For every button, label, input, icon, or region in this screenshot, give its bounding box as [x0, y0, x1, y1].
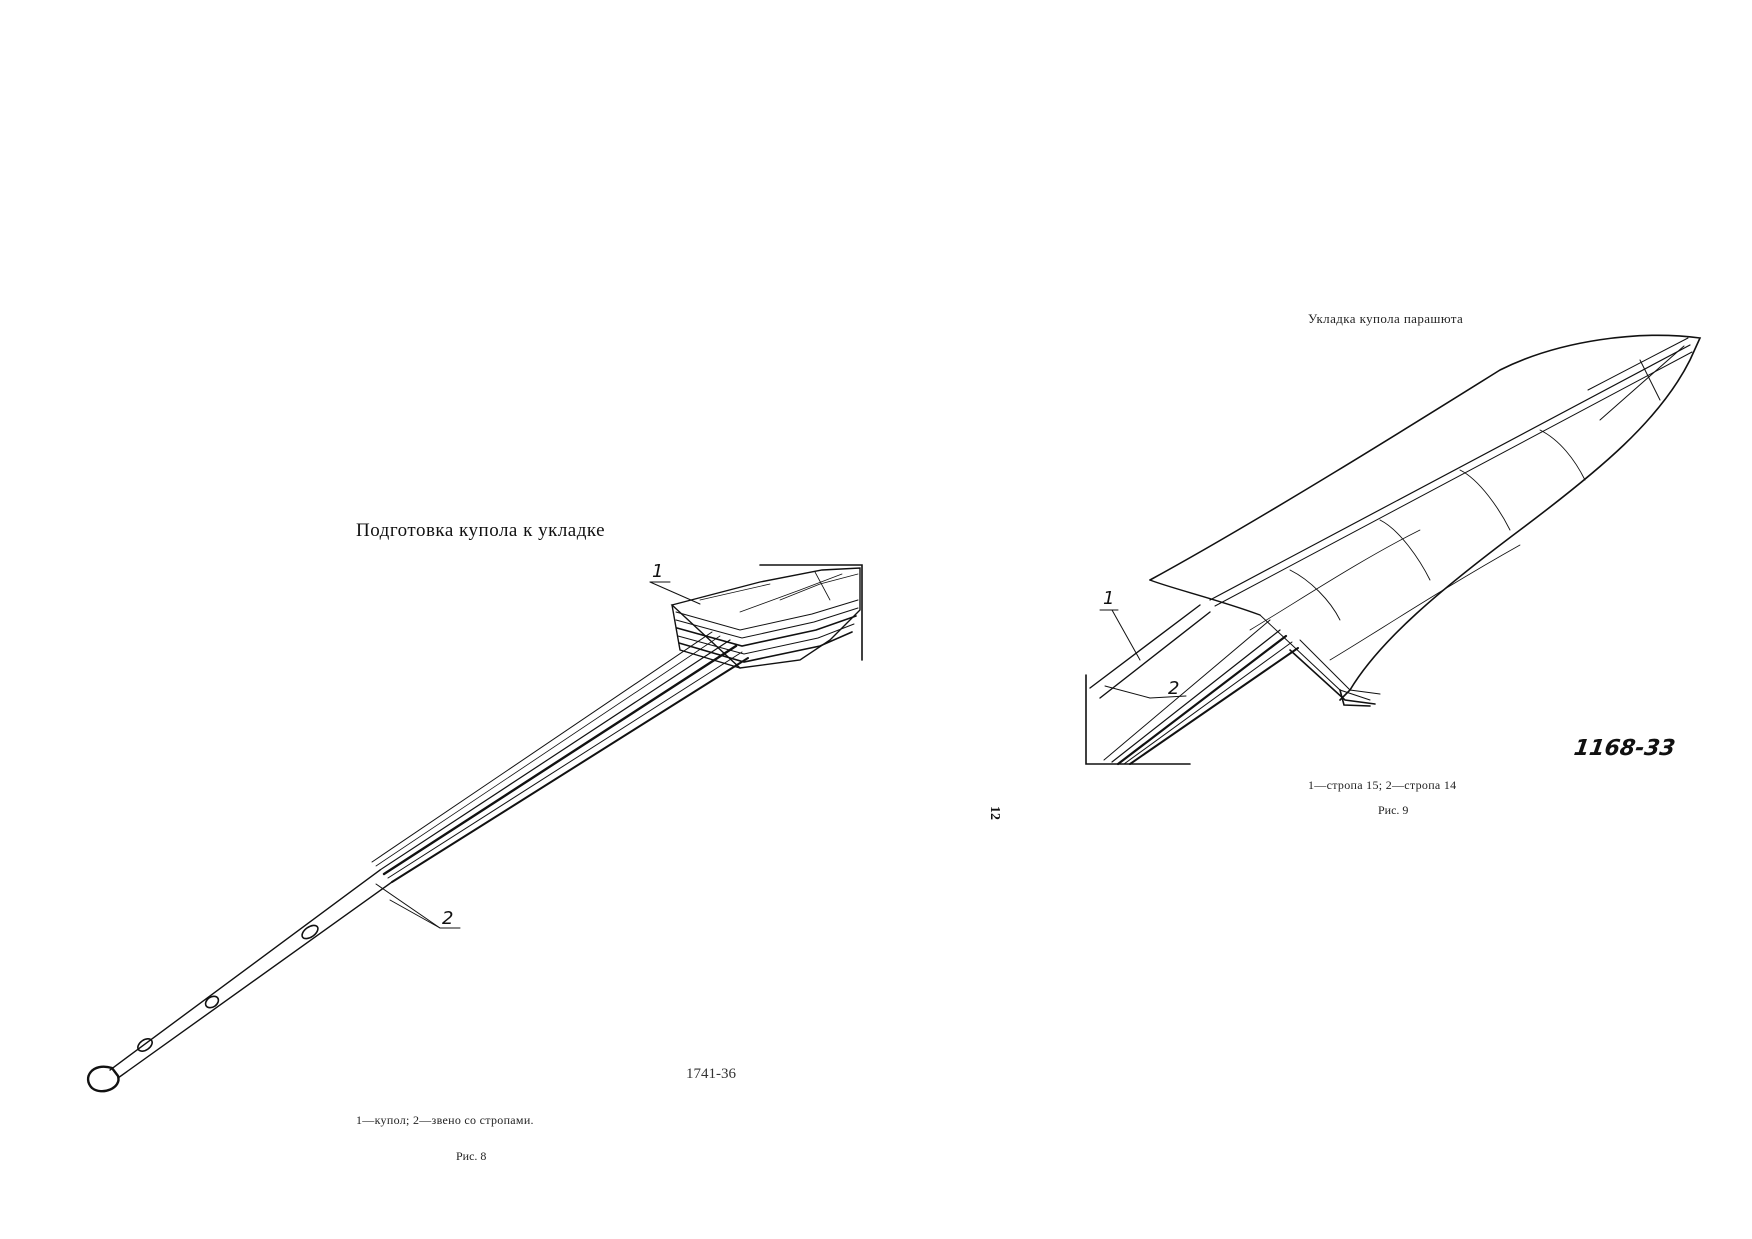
- right-callout-2: 2: [1168, 678, 1179, 699]
- left-figure-caption: 1—купол; 2—звено со стропами.: [356, 1113, 534, 1127]
- right-figure-title: Укладка купола парашюта: [1308, 311, 1464, 326]
- right-drawing-code: 1168-33: [1572, 736, 1677, 761]
- left-callout-2: 2: [442, 908, 453, 929]
- right-figure-label: Рис. 9: [1378, 803, 1409, 817]
- left-drawing-code: 1741-36: [686, 1066, 736, 1082]
- right-figure-caption: 1—стропа 15; 2—стропа 14: [1308, 778, 1457, 792]
- left-canopy-drawing: [86, 564, 863, 1093]
- left-figure-title: Подготовка купола к укладке: [356, 520, 606, 541]
- left-figure-label: Рис. 8: [456, 1149, 487, 1163]
- page-number: 12: [987, 806, 1002, 820]
- right-callout-1: 1: [1103, 588, 1114, 609]
- left-callout-1: 1: [652, 561, 663, 582]
- right-canopy-drawing: [1085, 334, 1702, 766]
